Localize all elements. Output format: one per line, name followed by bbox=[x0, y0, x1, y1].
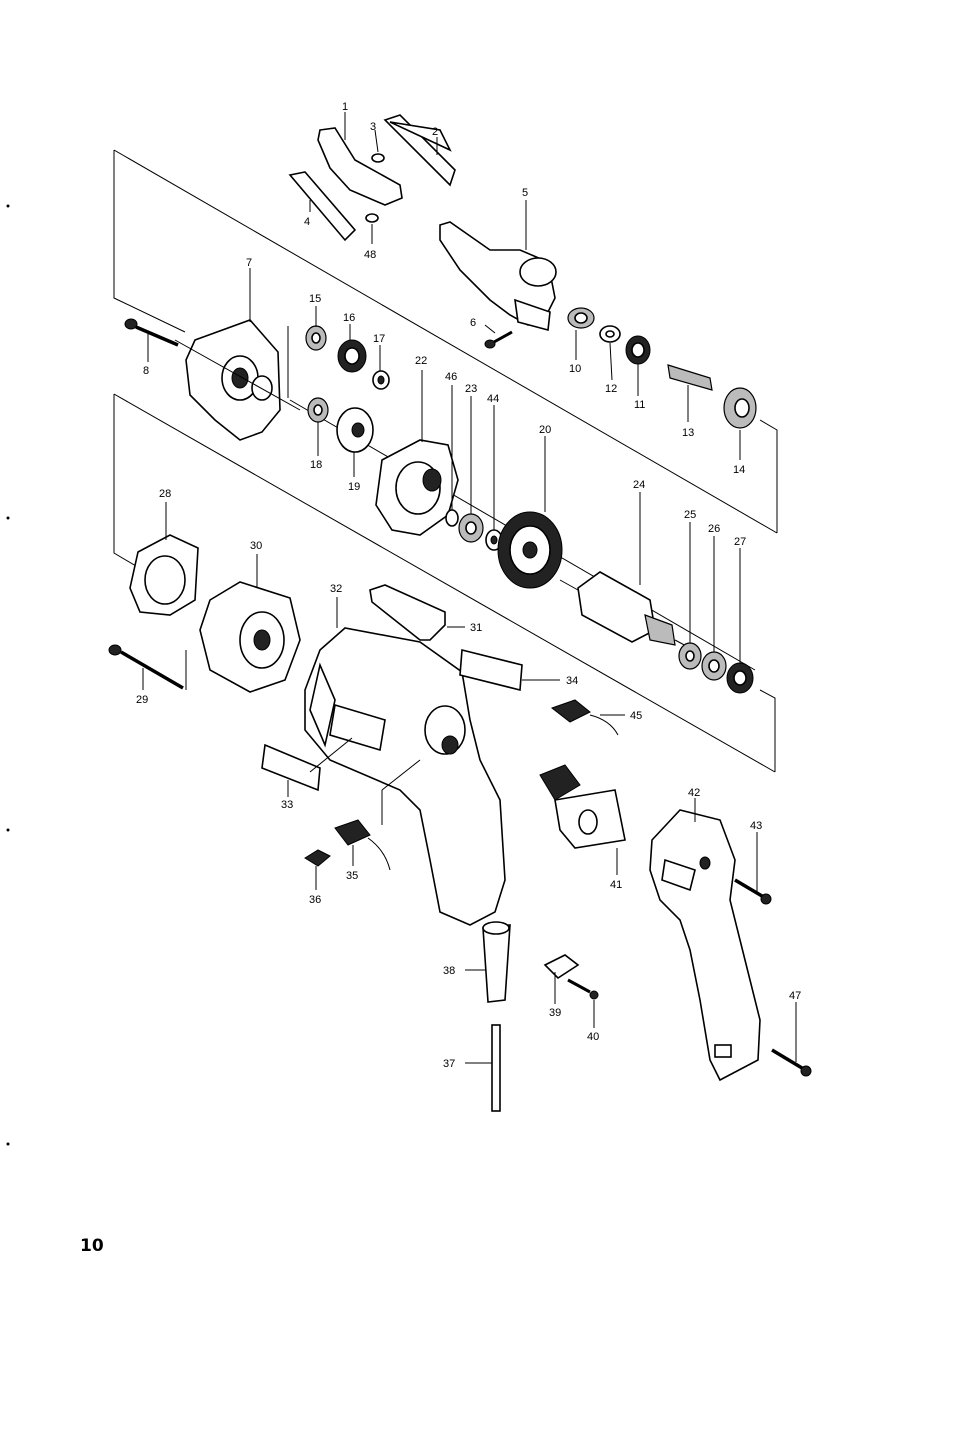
label-part-18: 18 bbox=[310, 459, 322, 471]
label-part-6: 6 bbox=[470, 317, 476, 329]
part-22-bearing-box bbox=[376, 370, 458, 535]
part-15-bearing bbox=[306, 306, 326, 350]
part-23-bearing bbox=[459, 396, 483, 542]
part-37-bit bbox=[465, 1025, 500, 1111]
label-part-46: 46 bbox=[445, 371, 457, 383]
label-part-38: 38 bbox=[443, 965, 455, 977]
label-part-2: 2 bbox=[432, 126, 438, 138]
label-part-43: 43 bbox=[750, 820, 762, 832]
part-48-pin bbox=[366, 214, 378, 244]
part-29-screw bbox=[109, 645, 183, 690]
part-42-handle-cover bbox=[650, 798, 760, 1080]
label-part-39: 39 bbox=[549, 1007, 561, 1019]
part-28-baffle bbox=[130, 502, 198, 615]
label-part-32: 32 bbox=[330, 583, 342, 595]
label-part-44: 44 bbox=[487, 393, 499, 405]
label-part-16: 16 bbox=[343, 312, 355, 324]
label-part-45: 45 bbox=[630, 710, 642, 722]
part-26-bearing bbox=[702, 536, 726, 680]
label-part-14: 14 bbox=[733, 464, 745, 476]
label-part-3: 3 bbox=[370, 121, 376, 133]
margin-dots bbox=[7, 205, 10, 1146]
page-number: 10 bbox=[80, 1236, 104, 1256]
part-7-gear-housing bbox=[175, 268, 300, 440]
part-34-label bbox=[460, 650, 560, 690]
label-part-29: 29 bbox=[136, 694, 148, 706]
label-part-42: 42 bbox=[688, 787, 700, 799]
label-part-15: 15 bbox=[309, 293, 321, 305]
part-2-blade bbox=[385, 115, 455, 185]
label-part-8: 8 bbox=[143, 365, 149, 377]
part-17-washer bbox=[373, 345, 389, 389]
part-40-screw bbox=[568, 980, 598, 1028]
part-1-plate bbox=[318, 112, 402, 205]
label-part-4: 4 bbox=[304, 216, 310, 228]
part-14-bearing bbox=[724, 388, 756, 460]
part-3-pin bbox=[372, 130, 384, 162]
label-part-13: 13 bbox=[682, 427, 694, 439]
part-45-holder bbox=[552, 700, 625, 735]
label-part-19: 19 bbox=[348, 481, 360, 493]
label-part-1: 1 bbox=[342, 101, 348, 113]
label-part-7: 7 bbox=[246, 257, 252, 269]
label-part-17: 17 bbox=[373, 333, 385, 345]
label-part-36: 36 bbox=[309, 894, 321, 906]
part-20-gear bbox=[498, 436, 562, 588]
part-19-gear bbox=[337, 408, 373, 477]
part-36-brush bbox=[305, 850, 330, 890]
label-part-41: 41 bbox=[610, 879, 622, 891]
label-part-12: 12 bbox=[605, 383, 617, 395]
part-41-switch bbox=[540, 765, 625, 875]
label-part-40: 40 bbox=[587, 1031, 599, 1043]
label-part-28: 28 bbox=[159, 488, 171, 500]
part-13-spindle bbox=[668, 365, 712, 422]
part-18-bearing bbox=[308, 398, 328, 456]
label-part-26: 26 bbox=[708, 523, 720, 535]
label-part-11: 11 bbox=[634, 399, 645, 411]
label-part-20: 20 bbox=[539, 424, 551, 436]
label-part-25: 25 bbox=[684, 509, 696, 521]
part-39-clip bbox=[545, 955, 578, 1004]
label-part-30: 30 bbox=[250, 540, 262, 552]
part-8-screw bbox=[125, 319, 178, 362]
part-11-ring bbox=[626, 336, 650, 396]
part-38-sleeve bbox=[465, 922, 510, 1002]
label-part-24: 24 bbox=[633, 479, 645, 491]
label-part-31: 31 bbox=[470, 622, 482, 634]
label-part-48: 48 bbox=[364, 249, 376, 261]
part-31-hook bbox=[370, 585, 465, 640]
label-part-47: 47 bbox=[789, 990, 801, 1002]
label-part-22: 22 bbox=[415, 355, 427, 367]
part-12-washer bbox=[600, 326, 620, 380]
part-6-screw bbox=[485, 325, 512, 348]
part-16-gear bbox=[338, 324, 366, 372]
label-part-34: 34 bbox=[566, 675, 578, 687]
label-part-37: 37 bbox=[443, 1058, 455, 1070]
label-part-27: 27 bbox=[734, 536, 746, 548]
part-27-ring bbox=[727, 548, 753, 693]
label-part-5: 5 bbox=[522, 187, 528, 199]
part-10-bearing bbox=[568, 308, 594, 360]
label-part-35: 35 bbox=[346, 870, 358, 882]
label-part-10: 10 bbox=[569, 363, 581, 375]
part-30-field bbox=[200, 554, 300, 692]
part-25-bearing bbox=[679, 522, 701, 669]
part-32-motor-housing bbox=[305, 597, 505, 925]
label-part-23: 23 bbox=[465, 383, 477, 395]
part-44-washer bbox=[486, 405, 502, 550]
part-5-locator bbox=[440, 200, 556, 330]
label-part-33: 33 bbox=[281, 799, 293, 811]
part-24-armature bbox=[560, 492, 690, 648]
part-43-screw bbox=[735, 832, 771, 904]
part-47-screw bbox=[772, 1002, 811, 1076]
